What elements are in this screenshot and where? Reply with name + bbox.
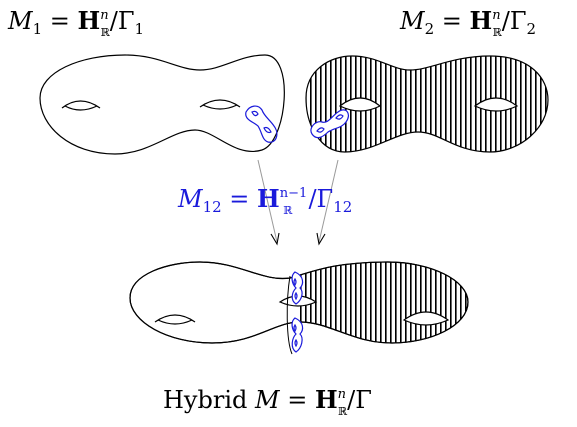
arrow-from-m1 [257,159,278,243]
m1-totally-geodesic-piece [245,105,278,143]
arrowhead-right [316,232,326,246]
m1-hole-left [61,100,101,111]
m1-hole-right [199,99,241,110]
m2-surface [305,55,549,153]
m1-surface [39,54,285,155]
arrowheads [270,232,326,246]
gluing-piece-lower [291,317,304,353]
arrows [257,159,339,243]
m2-hole-left [338,97,382,112]
arrow-from-m2 [318,159,339,243]
hybrid-outline [129,261,469,344]
hybrid-gluing-hypersurface [291,271,304,353]
hybrid-seam [286,275,293,355]
hybrid-hole-left [154,314,196,325]
m2-totally-geodesic-piece [310,109,350,139]
hybrid-hole-right [402,311,450,326]
m1-outline [39,54,285,155]
hybrid-surface [129,261,469,355]
m2-outline [305,55,549,153]
m2-hole-right [473,97,519,112]
arrowhead-left [270,232,280,246]
